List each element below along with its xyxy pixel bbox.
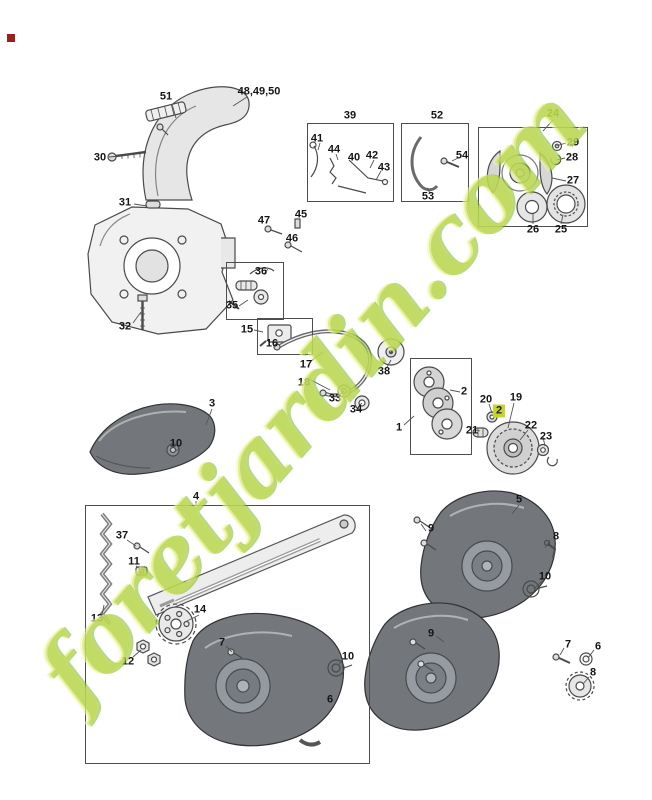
part-label[interactable]: 30 <box>93 151 107 164</box>
part-label[interactable]: 19 <box>509 391 523 404</box>
part-label[interactable]: 48,49,50 <box>237 85 281 98</box>
chain-sprocket-cover-5-drawing <box>413 490 557 619</box>
part-label[interactable]: 5 <box>515 493 523 506</box>
part-label[interactable]: 23 <box>539 430 553 443</box>
part-label[interactable]: 17 <box>299 358 313 371</box>
part-label[interactable]: 38 <box>377 365 391 378</box>
part-label[interactable]: 7 <box>564 638 572 651</box>
small-screws-45-46-47-drawing <box>264 218 303 253</box>
saw-chain-drawing <box>99 512 113 626</box>
chain-catcher-drawing <box>410 136 460 192</box>
chain-sprocket-cover-variant-drawing <box>364 602 500 731</box>
cover-cap-38-drawing <box>377 338 405 366</box>
part-label[interactable]: 46 <box>285 232 299 245</box>
starter-cover-drawing <box>184 612 353 747</box>
part-label[interactable]: 52 <box>430 109 444 122</box>
part-label[interactable]: 2 <box>460 385 468 398</box>
part-label[interactable]: 31 <box>118 196 132 209</box>
guide-bar-drawing <box>147 514 356 616</box>
part-label-highlighted[interactable]: 2 <box>492 404 506 418</box>
part-label[interactable]: 28 <box>565 151 579 164</box>
part-label[interactable]: 8 <box>589 666 597 679</box>
part-label[interactable]: 8 <box>552 530 560 543</box>
part-label[interactable]: 9 <box>427 522 435 535</box>
part-label[interactable]: 45 <box>294 208 308 221</box>
part-label[interactable]: 10 <box>341 650 355 663</box>
part-label[interactable]: 44 <box>327 143 341 156</box>
part-label[interactable]: 3 <box>208 397 216 410</box>
part-label[interactable]: 37 <box>115 529 129 542</box>
part-label[interactable]: 51 <box>159 90 173 103</box>
part-label[interactable]: 36 <box>254 265 268 278</box>
screw-32-drawing <box>137 294 148 330</box>
part-label[interactable]: 39 <box>343 109 357 122</box>
part-label[interactable]: 10 <box>169 437 183 450</box>
part-label[interactable]: 42 <box>365 149 379 162</box>
part-label[interactable]: 21 <box>465 424 479 437</box>
part-label[interactable]: 20 <box>479 393 493 406</box>
crankcase-drawing <box>87 206 236 335</box>
clutch-washers-drawing <box>413 366 463 440</box>
tensioner-block-drawing <box>259 324 292 347</box>
part-label[interactable]: 12 <box>121 655 135 668</box>
part-label[interactable]: 34 <box>349 403 363 416</box>
part-label[interactable]: 6 <box>326 693 334 706</box>
part-label[interactable]: 18 <box>297 376 311 389</box>
part-label[interactable]: 15 <box>240 323 254 336</box>
part-label[interactable]: 32 <box>118 320 132 333</box>
sprocket-14-drawing <box>155 603 197 645</box>
part-label[interactable]: 6 <box>594 640 602 653</box>
part-label[interactable]: 29 <box>566 136 580 149</box>
part-label[interactable]: 41 <box>310 132 324 145</box>
part-label[interactable]: 26 <box>526 223 540 236</box>
part-label[interactable]: 13 <box>90 612 104 625</box>
part-label[interactable]: 43 <box>377 161 391 174</box>
part-label[interactable]: 47 <box>257 214 271 227</box>
part-label[interactable]: 22 <box>524 419 538 432</box>
part-label[interactable]: 10 <box>538 570 552 583</box>
part-label[interactable]: 54 <box>455 149 469 162</box>
part-label[interactable]: 14 <box>193 603 207 616</box>
part-label[interactable]: 1 <box>395 421 403 434</box>
part-label[interactable]: 53 <box>421 190 435 203</box>
clutch-assembly-drawing <box>486 140 586 224</box>
part-label[interactable]: 11 <box>128 555 140 568</box>
part-label[interactable]: 7 <box>218 636 226 649</box>
part-label[interactable]: 4 <box>192 490 200 503</box>
part-label[interactable]: 40 <box>347 151 361 164</box>
part-label[interactable]: 24 <box>546 107 560 120</box>
part-label[interactable]: 27 <box>566 174 580 187</box>
part-label[interactable]: 16 <box>265 337 279 350</box>
part-label[interactable]: 35 <box>225 299 239 312</box>
part-label[interactable]: 25 <box>554 223 568 236</box>
part-label[interactable]: 33 <box>328 392 342 405</box>
corner-marker <box>7 34 15 42</box>
part-label[interactable]: 9 <box>427 627 435 640</box>
tensioner-worm-drawing <box>228 267 275 310</box>
